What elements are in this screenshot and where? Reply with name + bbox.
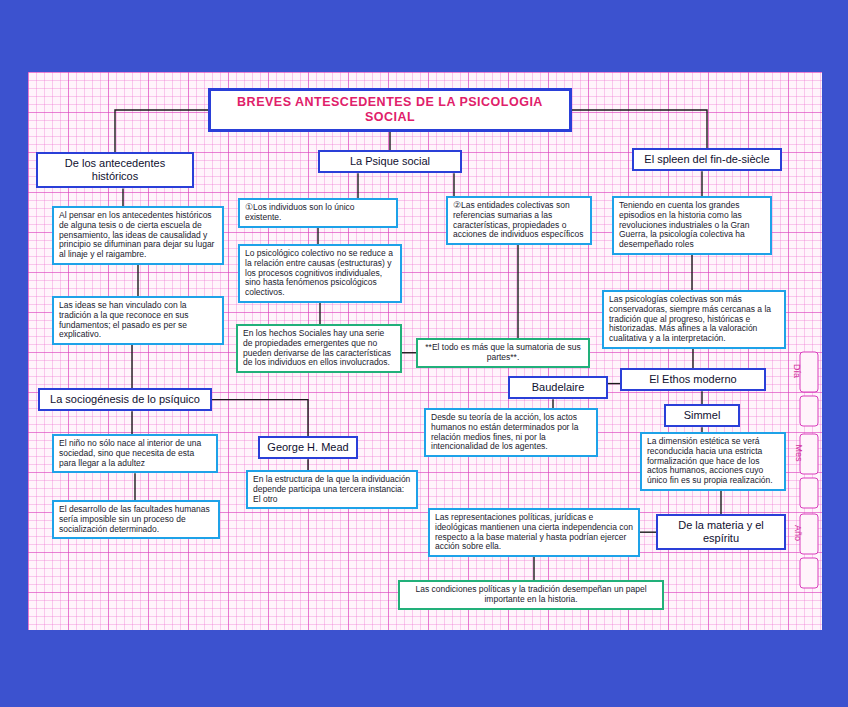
- concept-box: Las condiciones políticas y la tradición…: [398, 580, 664, 610]
- node-text: Baudelaire: [515, 381, 601, 394]
- connector-line: [640, 531, 656, 532]
- heading-box: La sociogénesis de lo psíquico: [38, 388, 212, 411]
- node-text: El desarrollo de las facultades humanas …: [59, 505, 213, 534]
- connector-line: [608, 383, 620, 384]
- title-box: BREVES ANTESCEDENTES DE LA PSICOLOGIA SO…: [208, 88, 572, 132]
- concept-box: Las psicologías colectivas son más conse…: [602, 290, 786, 349]
- connector-line: [389, 132, 390, 150]
- node-text: Las representaciones políticas, jurídica…: [435, 513, 633, 552]
- node-text: El spleen del fin-de-siècle: [639, 153, 775, 166]
- node-text: ②Las entidades colectivas son referencia…: [453, 201, 585, 240]
- connector-line: [701, 391, 702, 404]
- concept-box: Al pensar en los antecedentes históricos…: [52, 206, 224, 265]
- node-text: Teniendo en cuenta los grandes episodios…: [619, 201, 765, 250]
- connector-line: [517, 245, 518, 338]
- connector-line: [701, 171, 702, 196]
- node-text: El Ethos moderno: [627, 373, 759, 386]
- concept-box: Las representaciones políticas, jurídica…: [428, 508, 640, 557]
- node-text: ①Los individuos son lo único existente.: [245, 203, 391, 223]
- connector-line: [552, 399, 553, 408]
- heading-box: La Psique social: [318, 150, 462, 173]
- node-text: Al pensar en los antecedentes históricos…: [59, 211, 217, 260]
- node-text: **El todo es más que la sumatoria de sus…: [423, 343, 583, 363]
- node-text: El niño no sólo nace al interior de una …: [59, 439, 211, 468]
- concept-box: ②Las entidades colectivas son referencia…: [446, 196, 592, 245]
- connector-line: [402, 352, 416, 353]
- concept-box: Las ideas se han vinculado con la tradic…: [52, 296, 224, 345]
- concept-box: ①Los individuos son lo único existente.: [238, 198, 398, 228]
- node-text: En los hechos Sociales hay una serie de …: [243, 329, 395, 368]
- heading-box: El spleen del fin-de-siècle: [632, 148, 782, 171]
- node-text: Simmel: [671, 409, 733, 422]
- node-text: Las condiciones políticas y la tradición…: [405, 585, 657, 605]
- heading-box: El Ethos moderno: [620, 368, 766, 391]
- connector-line: [720, 491, 721, 514]
- connector-line: [212, 400, 308, 436]
- concept-box: Desde su teoría de la acción, los actos …: [424, 408, 598, 457]
- concept-box: El desarrollo de las facultades humanas …: [52, 500, 220, 539]
- connector-line: [533, 557, 534, 580]
- tab-label: Mes: [794, 444, 804, 461]
- node-text: BREVES ANTESCEDENTES DE LA PSICOLOGIA SO…: [219, 95, 561, 125]
- concept-box: La dimensión estética se verá reconducid…: [640, 432, 786, 491]
- node-text: La sociogénesis de lo psíquico: [45, 393, 205, 406]
- grid-fine: [28, 72, 822, 630]
- connector-line: [453, 173, 454, 196]
- connector-line: [131, 411, 132, 434]
- node-text: La Psique social: [325, 155, 455, 168]
- node-text: Las psicologías colectivas son más conse…: [609, 295, 779, 344]
- concept-box: Teniendo en cuenta los grandes episodios…: [612, 196, 772, 255]
- node-text: La dimensión estética se verá reconducid…: [647, 437, 779, 486]
- connector-line: [115, 110, 208, 152]
- heading-box: De la materia y el espíritu: [656, 514, 786, 550]
- connector-line: [134, 473, 135, 500]
- connector-line: [122, 188, 123, 206]
- concept-box: El niño no sólo nace al interior de una …: [52, 434, 218, 473]
- node-text: Desde su teoría de la acción, los actos …: [431, 413, 591, 452]
- connector-line: [317, 228, 318, 244]
- connector-line: [691, 255, 692, 290]
- heading-box: George H. Mead: [258, 436, 358, 459]
- connector-line: [137, 265, 138, 296]
- node-text: Lo psicológico colectivo no se reduce a …: [245, 249, 395, 298]
- connector-line: [307, 459, 308, 470]
- concept-box: En la estructura de la que la individuac…: [246, 470, 418, 509]
- node-text: George H. Mead: [265, 441, 351, 454]
- node-text: De la materia y el espíritu: [663, 519, 779, 545]
- heading-box: Simmel: [664, 404, 740, 427]
- node-text: Las ideas se han vinculado con la tradic…: [59, 301, 217, 340]
- tab-label: Día: [792, 364, 802, 378]
- date-tabs: [800, 352, 818, 588]
- node-text: En la estructura de la que la individuac…: [253, 475, 411, 504]
- connector-line: [357, 173, 358, 198]
- heading-box: Baudelaire: [508, 376, 608, 399]
- tab-label: Año: [793, 525, 803, 541]
- concept-box: En los hechos Sociales hay una serie de …: [236, 324, 402, 373]
- concept-box: **El todo es más que la sumatoria de sus…: [416, 338, 590, 368]
- connector-line: [572, 110, 707, 148]
- connector-line: [131, 345, 132, 388]
- node-text: De los antecedentes históricos: [43, 157, 187, 183]
- connector-line: [319, 303, 320, 324]
- concept-box: Lo psicológico colectivo no se reduce a …: [238, 244, 402, 303]
- connector-line: [692, 349, 693, 368]
- grid-coarse: [28, 72, 822, 630]
- paper: [28, 72, 822, 630]
- heading-box: De los antecedentes históricos: [36, 152, 194, 188]
